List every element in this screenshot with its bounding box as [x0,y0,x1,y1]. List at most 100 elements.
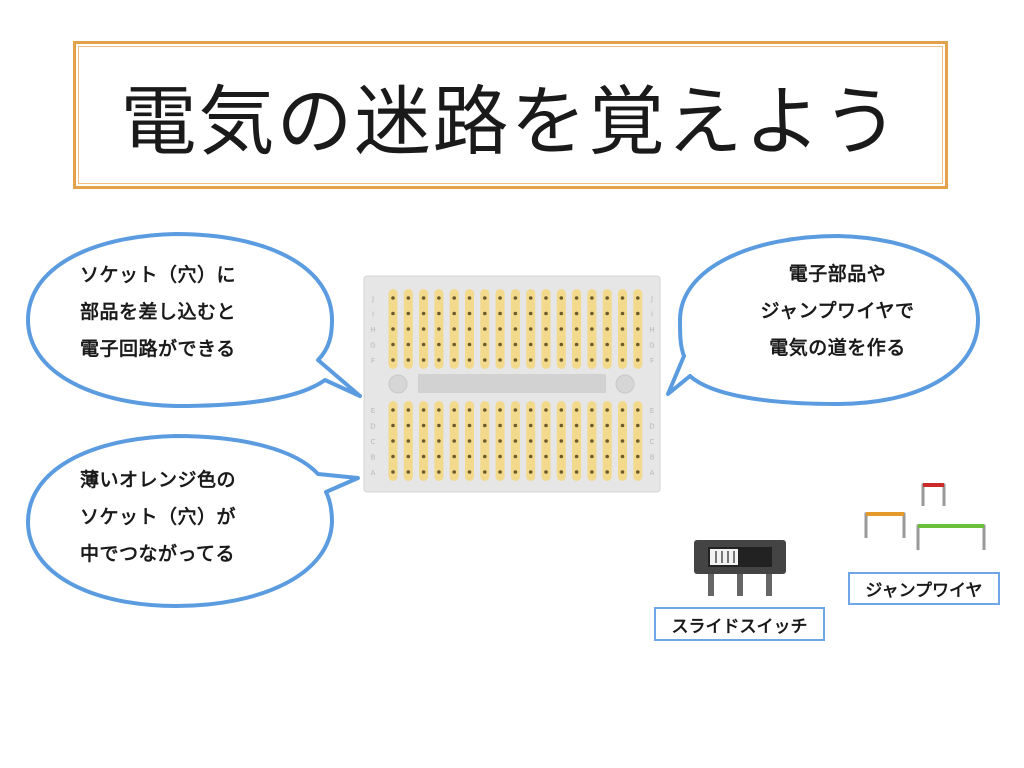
socket-hole [391,311,395,316]
socket-hole [636,311,640,316]
socket-hole [559,358,564,362]
socket-hole [483,327,487,331]
socket-hole [421,342,426,347]
socket-hole [498,311,502,316]
socket-hole [636,423,640,428]
socket-hole [544,408,548,412]
socket-hole [590,423,594,428]
socket-hole [467,470,472,474]
socket-hole [590,327,594,331]
socket-hole [590,408,594,412]
socket-hole [452,408,457,412]
socket-hole [574,408,579,412]
socket-hole [467,311,472,316]
socket-hole [590,454,594,459]
socket-hole [467,408,472,412]
row-letter: D [649,423,654,431]
socket-hole [636,454,640,459]
row-letter: C [650,438,655,446]
socket-hole [544,423,548,428]
socket-hole [620,358,625,362]
socket-hole [605,408,609,412]
row-letter: B [650,454,655,462]
socket-hole [528,327,533,331]
socket-hole [636,296,640,300]
socket-hole [513,470,518,474]
socket-hole [513,296,518,300]
socket-hole [483,470,487,474]
socket-hole [452,296,457,300]
socket-hole [605,358,609,362]
socket-hole [605,439,609,443]
socket-hole [605,327,609,331]
socket-hole [406,454,411,459]
jump-wire-label: ジャンプワイヤ [848,572,1000,605]
socket-hole [559,454,564,459]
socket-hole [620,342,625,347]
socket-hole [559,311,564,316]
bubble-line: 部品を差し込むと [80,301,237,323]
socket-hole [437,358,441,362]
bubble-line: 電子回路ができる [80,338,236,360]
socket-hole [421,358,426,362]
socket-hole [559,296,564,300]
socket-hole [421,423,426,428]
socket-hole [406,423,411,428]
socket-hole [559,408,564,412]
row-letter: B [371,454,376,462]
speech-bubble-left-bottom [26,434,360,608]
row-letter: E [650,407,654,415]
socket-hole [467,423,472,428]
socket-hole [483,454,487,459]
socket-hole [544,311,548,316]
socket-hole [498,358,502,362]
socket-hole [437,296,441,300]
socket-hole [498,408,502,412]
row-letter: C [371,438,376,446]
socket-hole [559,342,564,347]
socket-hole [636,439,640,443]
socket-hole [483,423,487,428]
socket-hole [620,296,625,300]
socket-hole [406,408,411,412]
socket-hole [406,296,411,300]
socket-hole [559,439,564,443]
socket-hole [590,342,594,347]
socket-hole [421,296,426,300]
title-box: 電気の迷路を覚えよう [73,41,948,189]
socket-hole [483,311,487,316]
socket-hole [513,423,518,428]
socket-hole [544,296,548,300]
socket-hole [544,454,548,459]
socket-hole [605,311,609,316]
row-letter: I [651,311,653,319]
socket-hole [421,454,426,459]
bubble-left-top-text: ソケット（穴）に 部品を差し込むと 電子回路ができる [80,257,236,368]
row-letter: F [650,357,654,365]
socket-hole [437,327,441,331]
socket-hole [498,342,502,347]
socket-hole [636,342,640,347]
socket-hole [406,470,411,474]
socket-hole [452,454,457,459]
row-letter: E [371,407,375,415]
row-letter: J [371,295,374,303]
socket-hole [421,470,426,474]
socket-hole [620,408,625,412]
socket-hole [452,342,457,347]
row-letter: A [650,469,655,477]
socket-hole [513,327,518,331]
socket-hole [574,358,579,362]
socket-hole [590,311,594,316]
socket-hole [605,423,609,428]
socket-hole [544,342,548,347]
slide-switch-label: スライドスイッチ [654,607,825,641]
socket-hole [574,311,579,316]
socket-hole [605,342,609,347]
socket-hole [605,296,609,300]
socket-hole [406,311,411,316]
bubble-right-text: 電子部品や ジャンプワイヤで 電気の道を作る [720,256,955,367]
socket-hole [452,470,457,474]
